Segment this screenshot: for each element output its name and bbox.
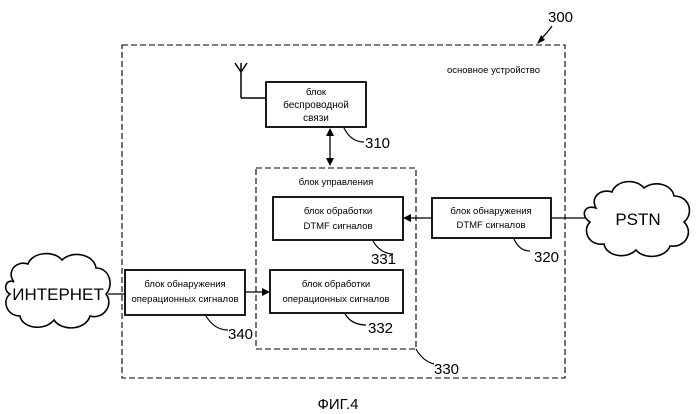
dtmf-processing-line2: DTMF сигналов <box>303 221 372 232</box>
wireless-block-line1: блок <box>306 87 327 98</box>
op-detection-to-processing-arrow <box>245 288 270 296</box>
control-block-number: 330 <box>434 361 459 378</box>
wireless-number-leader <box>344 128 364 142</box>
wireless-block-line2: беспроводной <box>283 99 349 111</box>
antenna-icon <box>235 63 266 98</box>
op-processing-number: 332 <box>368 320 393 337</box>
figure-caption: ФИГ.4 <box>318 396 359 413</box>
op-detection-line1: блок обнаружения <box>144 279 225 290</box>
op-detection-number: 340 <box>228 326 253 343</box>
op-processing-line1: блок обработки <box>302 279 370 290</box>
wireless-control-arrow <box>326 128 334 166</box>
dtmf-detection-block <box>432 198 551 238</box>
op-detection-line2: операционных сигналов <box>131 294 238 305</box>
op-processing-number-leader <box>345 314 366 325</box>
dtmf-detection-number-leader <box>514 239 530 251</box>
op-detection-block <box>125 270 245 315</box>
dtmf-detection-number: 320 <box>534 249 559 266</box>
internet-label: ИНТЕРНЕТ <box>12 285 104 304</box>
control-number-leader <box>416 349 434 364</box>
wireless-block-line3: связи <box>303 113 329 124</box>
device-number-label: 300 <box>548 9 573 26</box>
dtmf-processing-block <box>273 197 403 240</box>
dtmf-detection-line2: DTMF сигналов <box>456 220 525 231</box>
main-device-label: основное устройство <box>447 65 540 76</box>
op-processing-line2: операционных сигналов <box>282 294 389 305</box>
wireless-block-number: 310 <box>365 135 390 152</box>
control-block-label: блок управления <box>299 177 374 188</box>
dtmf-detection-to-processing-arrow <box>403 214 432 222</box>
pstn-label: PSTN <box>615 210 660 229</box>
op-detection-number-leader <box>206 316 228 330</box>
dtmf-detection-line1: блок обнаружения <box>450 206 531 217</box>
dtmf-processing-line1: блок обработки <box>304 206 372 217</box>
op-processing-block <box>270 270 403 313</box>
dtmf-processing-number: 331 <box>371 251 396 268</box>
